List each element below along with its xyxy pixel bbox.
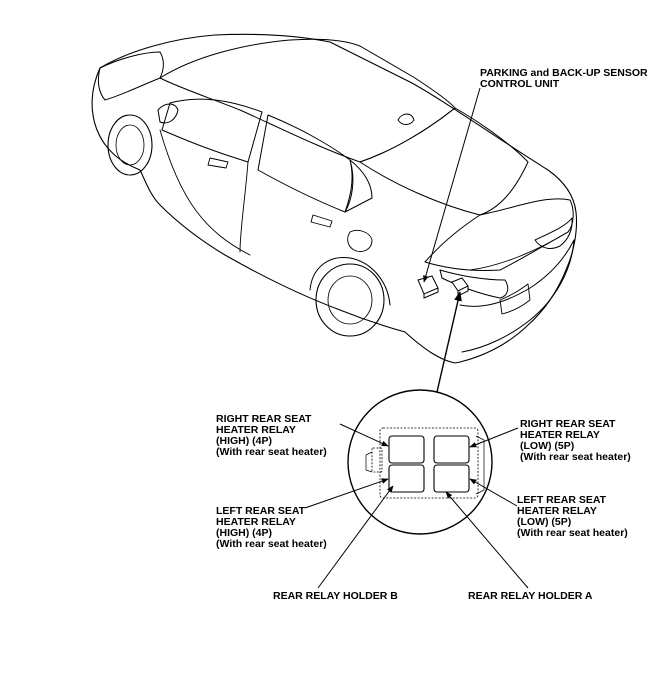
- car-rear-wheel-rim: [327, 275, 373, 325]
- car-spoiler-line: [469, 231, 569, 271]
- relay-right-low: [433, 435, 470, 464]
- relay-holder-pointer: [436, 291, 462, 393]
- holder-b-leader: [317, 485, 394, 589]
- car-license-recess: [499, 283, 531, 315]
- car-door-handle-rear: [310, 214, 333, 228]
- relay-right-high: [388, 435, 425, 464]
- car-roof: [159, 38, 456, 163]
- car-side-mirror: [157, 103, 179, 124]
- right-high-label-line4: (With rear seat heater): [216, 446, 327, 458]
- relay-left-high: [388, 464, 425, 493]
- parking-sensor-leader: [423, 87, 481, 283]
- left-high-label-line2: HEATER RELAY: [216, 516, 296, 528]
- parking-sensor-label-line1: PARKING and BACK-UP SENSOR: [480, 67, 648, 79]
- right-high-label-line1: RIGHT REAR SEAT: [216, 413, 312, 425]
- left-low-relay-label: LEFT REAR SEAT HEATER RELAY (LOW) (5P) (…: [517, 495, 628, 539]
- car-front-wheel-rim: [115, 124, 145, 166]
- right-low-label-line1: RIGHT REAR SEAT: [520, 418, 616, 430]
- right-low-label-line2: HEATER RELAY: [520, 429, 600, 441]
- right-high-leader: [339, 423, 389, 447]
- car-door-line: [159, 129, 251, 256]
- left-high-relay-label: LEFT REAR SEAT HEATER RELAY (HIGH) (4P) …: [216, 506, 327, 550]
- car-front-wheel: [107, 114, 153, 176]
- left-high-label-line3: (HIGH) (4P): [216, 527, 272, 539]
- relay-left-low: [433, 464, 470, 493]
- right-low-label-line3: (LOW) (5P): [520, 440, 575, 452]
- car-taillight-right: [534, 217, 573, 249]
- car-illustration: [91, 33, 578, 364]
- car-c-pillar: [344, 159, 373, 213]
- right-low-leader: [469, 427, 519, 448]
- car-rear-window: [359, 107, 529, 216]
- trunk-components: [417, 275, 469, 299]
- car-windshield: [97, 51, 164, 101]
- car-rear-wheel-arch: [309, 257, 391, 306]
- left-high-label-line1: LEFT REAR SEAT: [216, 505, 306, 517]
- car-rear-bumper: [459, 239, 575, 353]
- car-body-outline: [91, 33, 578, 364]
- right-high-label-line2: HEATER RELAY: [216, 424, 296, 436]
- holder-b-label: REAR RELAY HOLDER B: [273, 590, 398, 602]
- car-taillight-left: [439, 269, 509, 299]
- parking-sensor-unit-icon: [417, 275, 439, 299]
- car-door-handle-front: [207, 157, 229, 169]
- left-low-label-line4: (With rear seat heater): [517, 527, 628, 539]
- left-high-leader: [304, 478, 389, 509]
- holder-a-label: REAR RELAY HOLDER A: [468, 590, 593, 602]
- car-rear-wheel: [315, 263, 385, 337]
- car-side-window-rear: [257, 114, 353, 213]
- car-roof-antenna: [397, 113, 415, 125]
- left-low-label-line2: HEATER RELAY: [517, 505, 597, 517]
- left-low-leader: [469, 478, 518, 507]
- left-low-label-line1: LEFT REAR SEAT: [517, 494, 607, 506]
- parking-sensor-label-line2: CONTROL UNIT: [480, 78, 560, 90]
- parking-sensor-label: PARKING and BACK-UP SENSOR CONTROL UNIT: [480, 68, 648, 90]
- left-low-label-line3: (LOW) (5P): [517, 516, 572, 528]
- car-fuel-door: [347, 229, 373, 252]
- left-high-label-line4: (With rear seat heater): [216, 538, 327, 550]
- holder-a-leader: [445, 491, 529, 589]
- right-low-relay-label: RIGHT REAR SEAT HEATER RELAY (LOW) (5P) …: [520, 419, 631, 463]
- right-low-label-line4: (With rear seat heater): [520, 451, 631, 463]
- relay-holder-clips: [365, 435, 485, 495]
- right-high-relay-label: RIGHT REAR SEAT HEATER RELAY (HIGH) (4P)…: [216, 414, 327, 458]
- right-high-label-line3: (HIGH) (4P): [216, 435, 272, 447]
- relay-holder-detail: [371, 427, 479, 499]
- car-trunk-lid: [424, 198, 574, 271]
